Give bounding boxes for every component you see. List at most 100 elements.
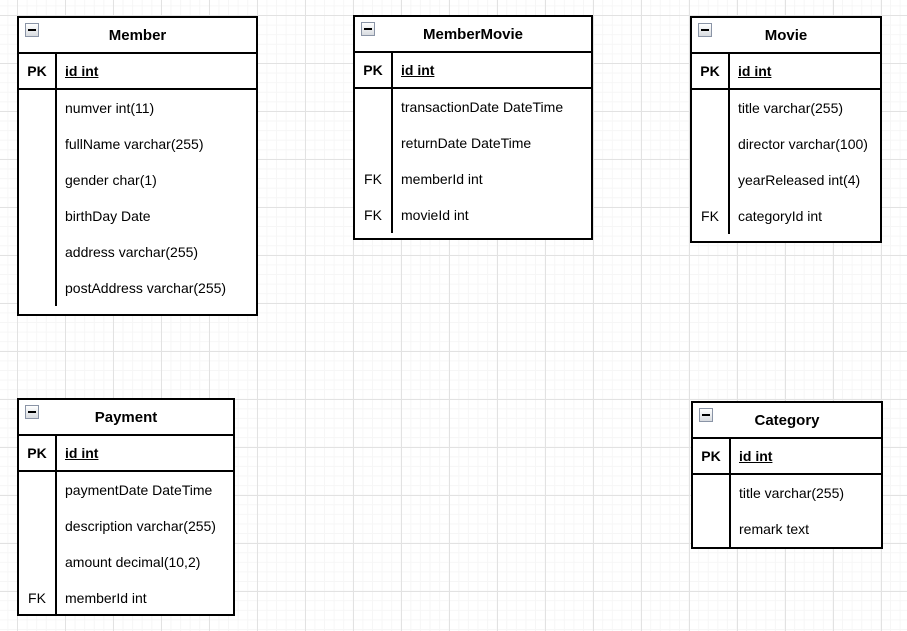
- key-cell: [19, 90, 57, 126]
- collapse-minus-icon[interactable]: [361, 22, 375, 36]
- entity-title: Payment: [94, 408, 158, 426]
- key-cell: [19, 126, 57, 162]
- attribute-row[interactable]: gender char(1): [19, 162, 256, 198]
- field-cell: gender char(1): [65, 172, 157, 188]
- minus-glyph: [28, 29, 36, 31]
- pk-row[interactable]: PK id int: [19, 54, 256, 90]
- key-cell: [19, 508, 57, 544]
- key-cell: [19, 544, 57, 580]
- pk-row[interactable]: PK id int: [693, 439, 881, 475]
- field-cell: description varchar(255): [65, 518, 216, 534]
- entity-table-member[interactable]: Member PK id int numver int(11) fullName…: [17, 16, 258, 316]
- key-cell: FK: [355, 161, 393, 197]
- key-cell: PK: [19, 436, 57, 470]
- key-cell: [19, 234, 57, 270]
- key-cell: [355, 89, 393, 125]
- minus-glyph: [702, 414, 710, 416]
- attribute-row[interactable]: address varchar(255): [19, 234, 256, 270]
- field-cell: amount decimal(10,2): [65, 554, 201, 570]
- entity-header[interactable]: Payment: [19, 400, 233, 436]
- field-cell: birthDay Date: [65, 208, 151, 224]
- entity-title: MemberMovie: [422, 25, 524, 43]
- attribute-row[interactable]: director varchar(100): [692, 126, 880, 162]
- minus-glyph: [28, 411, 36, 413]
- attribute-row[interactable]: title varchar(255): [692, 90, 880, 126]
- field-cell: title varchar(255): [738, 100, 844, 116]
- entity-filler: [19, 306, 256, 314]
- minus-glyph: [364, 28, 372, 30]
- pk-field-cell: id int: [401, 62, 435, 78]
- key-cell: [355, 125, 393, 161]
- key-cell: FK: [355, 197, 393, 233]
- attribute-row[interactable]: remark text: [693, 511, 881, 547]
- entity-header[interactable]: Member: [19, 18, 256, 54]
- key-cell: [693, 511, 731, 547]
- key-cell: [692, 126, 730, 162]
- attribute-row[interactable]: numver int(11): [19, 90, 256, 126]
- entity-table-movie[interactable]: Movie PK id int title varchar(255) direc…: [690, 16, 882, 243]
- pk-field-cell: id int: [739, 448, 773, 464]
- attribute-row[interactable]: postAddress varchar(255): [19, 270, 256, 306]
- key-cell: [19, 198, 57, 234]
- key-cell: PK: [355, 53, 393, 87]
- field-cell: transactionDate DateTime: [401, 99, 564, 115]
- attribute-row[interactable]: transactionDate DateTime: [355, 89, 591, 125]
- key-cell: [692, 90, 730, 126]
- key-cell: [693, 475, 731, 511]
- key-cell: FK: [19, 580, 57, 616]
- pk-row[interactable]: PK id int: [692, 54, 880, 90]
- entity-header[interactable]: Category: [693, 403, 881, 439]
- attribute-row[interactable]: birthDay Date: [19, 198, 256, 234]
- pk-field-cell: id int: [65, 445, 99, 461]
- key-cell: [19, 162, 57, 198]
- attribute-row[interactable]: title varchar(255): [693, 475, 881, 511]
- entity-filler: [355, 233, 591, 238]
- collapse-minus-icon[interactable]: [25, 405, 39, 419]
- field-cell: returnDate DateTime: [401, 135, 532, 151]
- attribute-row[interactable]: FK movieId int: [355, 197, 591, 233]
- field-cell: movieId int: [401, 207, 469, 223]
- field-cell: postAddress varchar(255): [65, 280, 227, 296]
- entity-table-membermovie[interactable]: MemberMovie PK id int transactionDate Da…: [353, 15, 593, 240]
- entity-table-payment[interactable]: Payment PK id int paymentDate DateTime d…: [17, 398, 235, 616]
- field-cell: fullName varchar(255): [65, 136, 204, 152]
- pk-row[interactable]: PK id int: [19, 436, 233, 472]
- field-cell: categoryId int: [738, 208, 823, 224]
- field-cell: address varchar(255): [65, 244, 199, 260]
- field-cell: numver int(11): [65, 100, 155, 116]
- pk-row[interactable]: PK id int: [355, 53, 591, 89]
- minus-glyph: [701, 29, 709, 31]
- field-cell: director varchar(100): [738, 136, 868, 152]
- collapse-minus-icon[interactable]: [699, 408, 713, 422]
- key-cell: [692, 162, 730, 198]
- attribute-row[interactable]: fullName varchar(255): [19, 126, 256, 162]
- attribute-row[interactable]: amount decimal(10,2): [19, 544, 233, 580]
- attribute-row[interactable]: paymentDate DateTime: [19, 472, 233, 508]
- field-cell: paymentDate DateTime: [65, 482, 213, 498]
- collapse-minus-icon[interactable]: [25, 23, 39, 37]
- field-cell: memberId int: [65, 590, 147, 606]
- entity-table-category[interactable]: Category PK id int title varchar(255) re…: [691, 401, 883, 549]
- field-cell: memberId int: [401, 171, 483, 187]
- field-cell: remark text: [739, 521, 810, 537]
- attribute-row[interactable]: FK memberId int: [19, 580, 233, 616]
- field-cell: title varchar(255): [739, 485, 845, 501]
- entity-title: Category: [754, 411, 820, 429]
- key-cell: PK: [692, 54, 730, 88]
- attribute-row[interactable]: FK memberId int: [355, 161, 591, 197]
- key-cell: PK: [19, 54, 57, 88]
- key-cell: PK: [693, 439, 731, 473]
- entity-header[interactable]: Movie: [692, 18, 880, 54]
- field-cell: yearReleased int(4): [738, 172, 861, 188]
- pk-field-cell: id int: [738, 63, 772, 79]
- entity-header[interactable]: MemberMovie: [355, 17, 591, 53]
- attribute-row[interactable]: FK categoryId int: [692, 198, 880, 234]
- pk-field-cell: id int: [65, 63, 99, 79]
- attribute-row[interactable]: returnDate DateTime: [355, 125, 591, 161]
- key-cell: [19, 270, 57, 306]
- entity-title: Member: [108, 26, 167, 44]
- attribute-row[interactable]: description varchar(255): [19, 508, 233, 544]
- collapse-minus-icon[interactable]: [698, 23, 712, 37]
- attribute-row[interactable]: yearReleased int(4): [692, 162, 880, 198]
